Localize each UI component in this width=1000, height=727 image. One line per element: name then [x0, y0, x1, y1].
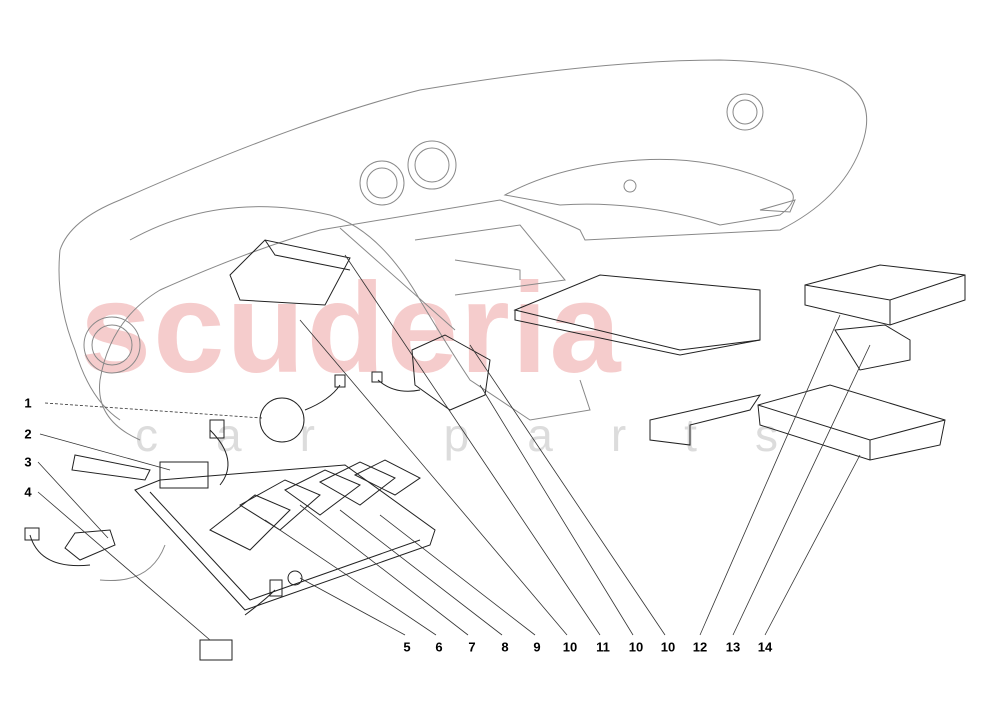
callout-4: 4 [24, 484, 32, 500]
callout-7: 7 [468, 639, 476, 655]
dashboard-outline [58, 59, 868, 441]
callout-10c: 10 [660, 639, 676, 655]
relay-box [229, 239, 351, 306]
callout-12: 12 [692, 639, 708, 655]
callout-1: 1 [24, 395, 32, 411]
buzzer [259, 374, 346, 443]
callout-14: 14 [757, 639, 773, 655]
connector-block-3 [24, 527, 166, 582]
watermark-car-parts: car parts [135, 409, 836, 461]
callout-3: 3 [24, 454, 32, 470]
callout-5: 5 [403, 639, 411, 655]
leader-lines [37, 254, 871, 641]
callout-2: 2 [24, 426, 32, 442]
right-modules [513, 264, 966, 461]
callout-13: 13 [725, 639, 741, 655]
control-unit-center [371, 334, 491, 411]
callout-10b: 10 [628, 639, 644, 655]
callout-9: 9 [533, 639, 541, 655]
callout-10a: 10 [562, 639, 578, 655]
fuse-relay-board [71, 419, 436, 616]
callout-8: 8 [501, 639, 509, 655]
callout-11: 11 [596, 639, 610, 655]
callout-6: 6 [435, 639, 443, 655]
connector-4 [199, 639, 233, 661]
watermark-scuderia: scuderia [80, 257, 623, 400]
